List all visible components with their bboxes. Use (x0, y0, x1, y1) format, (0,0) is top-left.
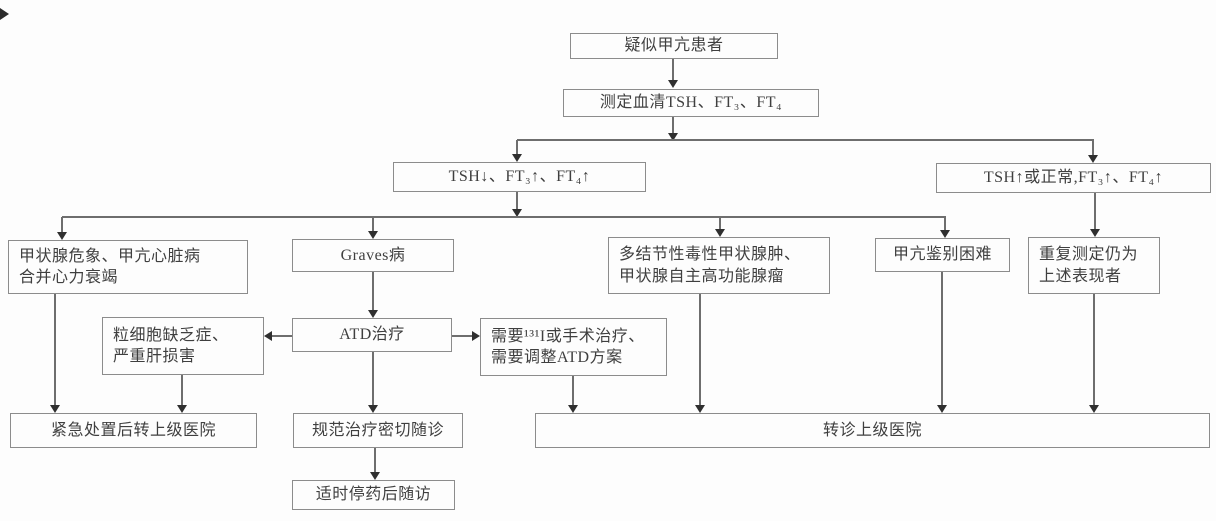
arrow-right-icon (472, 331, 480, 341)
node-agranulocytosis: 粒细胞缺乏症、 严重肝损害 (102, 317, 264, 375)
arrow-down-icon (1090, 229, 1100, 237)
node-atd-therapy: ATD治疗 (292, 318, 452, 352)
connector-line (61, 217, 63, 233)
connector-line (181, 375, 183, 406)
connector-line (272, 335, 292, 337)
connector-line (1093, 294, 1095, 406)
connector-line (516, 192, 518, 210)
node-diagnosis-difficult: 甲亢鉴别困难 (875, 238, 1010, 272)
arrow-down-icon (668, 80, 678, 88)
connector-line (719, 217, 721, 230)
node-graves-disease: Graves病 (292, 239, 454, 272)
connector-line (62, 216, 946, 218)
arrow-down-icon (940, 230, 950, 238)
connector-line (372, 352, 374, 406)
arrow-down-icon (50, 405, 60, 413)
connector-line (672, 117, 674, 134)
node-referral-hospital: 转诊上级医院 (535, 413, 1210, 448)
connector-line (572, 376, 574, 406)
connector-line (54, 294, 56, 406)
node-need-i131-or-surgery: 需要¹³¹I或手术治疗、 需要调整ATD方案 (480, 318, 667, 376)
arrow-left-icon (264, 331, 272, 341)
arrow-down-icon (568, 405, 578, 413)
arrow-down-icon (1088, 155, 1098, 163)
connector-line (672, 59, 674, 81)
arrow-down-icon (715, 229, 725, 237)
arrow-down-icon (1089, 405, 1099, 413)
node-repeat-abnormal: 重复测定仍为 上述表现者 (1028, 237, 1160, 294)
arrow-down-icon (937, 405, 947, 413)
connector-line (452, 335, 472, 337)
connector-line (372, 272, 374, 311)
node-thyroid-crisis: 甲状腺危象、甲亢心脏病 合并心力衰竭 (8, 240, 248, 294)
node-tsh-high-or-normal: TSH↑或正常,FT₃↑、FT₄↑ (936, 163, 1211, 193)
arrow-down-icon (368, 231, 378, 239)
node-tsh-low: TSH↓、FT₃↑、FT₄↑ (393, 162, 646, 192)
connector-line (372, 217, 374, 232)
connector-line (944, 217, 946, 231)
connector-line (699, 294, 701, 406)
connector-line (516, 140, 518, 155)
node-standard-followup: 规范治疗密切随诊 (293, 413, 463, 448)
connector-line (517, 139, 1094, 141)
node-emergency-referral: 紧急处置后转上级医院 (10, 413, 257, 448)
arrow-down-icon (57, 232, 67, 240)
node-multinodular-goiter: 多结节性毒性甲状腺肿、 甲状腺自主高功能腺瘤 (608, 237, 830, 294)
scan-artifact (0, 8, 9, 20)
connector-line (941, 272, 943, 406)
arrow-down-icon (668, 133, 678, 141)
arrow-down-icon (370, 472, 380, 480)
node-stop-medication-followup: 适时停药后随访 (292, 480, 455, 510)
connector-line (374, 448, 376, 473)
node-suspected-patient: 疑似甲亢患者 (570, 33, 778, 59)
arrow-down-icon (512, 154, 522, 162)
node-measure-serum: 测定血清TSH、FT₃、FT₄ (563, 89, 819, 117)
connector-line (1094, 193, 1096, 230)
arrow-down-icon (177, 405, 187, 413)
connector-line (1092, 140, 1094, 156)
arrow-down-icon (368, 405, 378, 413)
arrow-down-icon (368, 310, 378, 318)
arrow-down-icon (512, 209, 522, 217)
arrow-down-icon (695, 405, 705, 413)
